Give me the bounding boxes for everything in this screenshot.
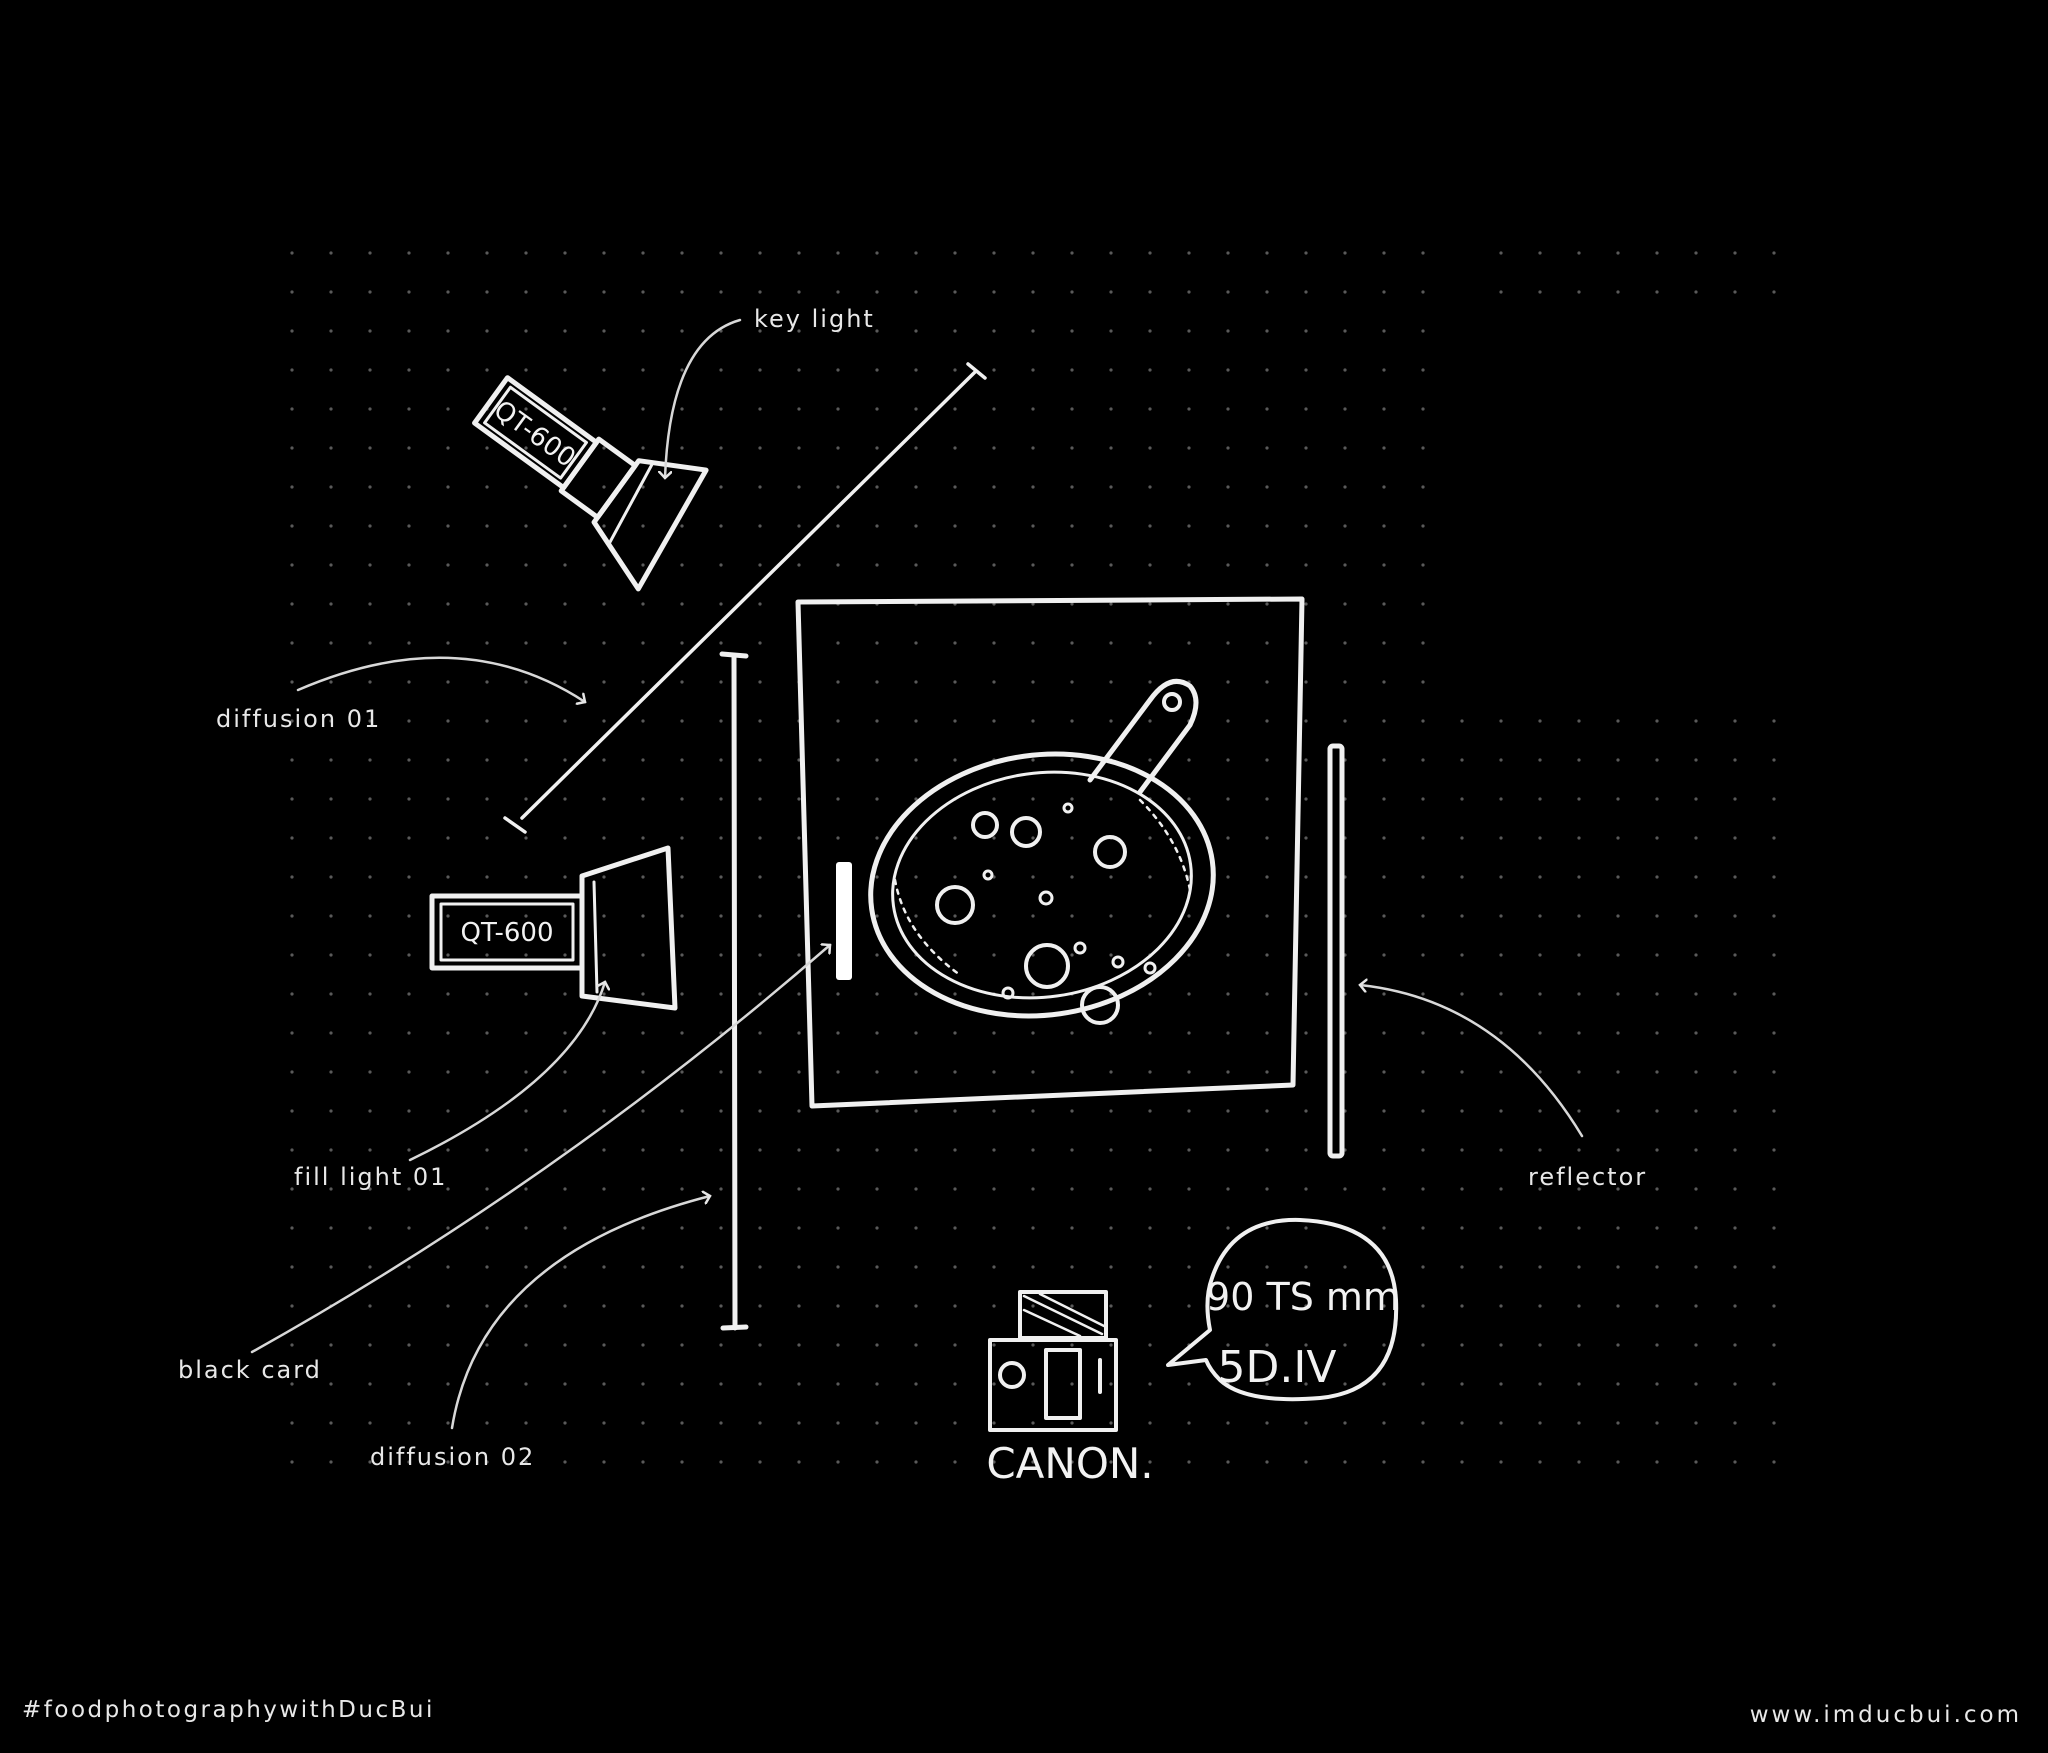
table-surface [795,596,1305,1109]
label-fill-light-01: fill light 01 [294,1163,447,1191]
black-card-arrow [250,945,830,1354]
fill-light-arrow [408,982,605,1162]
label-diffusion-02: diffusion 02 [370,1443,535,1471]
footer-hashtag: #foodphotographywithDucBui [22,1697,435,1723]
diffusion-01-panel [503,362,987,834]
reflector-panel [1327,743,1345,1159]
fill-light-model: QT-600 [461,918,554,948]
camera-body: 5D.IV [1218,1342,1337,1393]
camera-brand: CANON. [986,1439,1153,1488]
label-diffusion-01: diffusion 01 [216,705,381,733]
label-reflector: reflector [1528,1163,1647,1191]
key-light-arrow [665,318,742,478]
fill-light-fixture: QT-600 [429,845,678,1011]
label-black-card: black card [178,1356,322,1384]
label-key-light: key light [754,305,875,333]
pan-with-food [868,678,1216,1025]
diffusion-02-arrow [450,1196,710,1430]
diffusion-01-arrow [296,656,585,702]
reflector-arrow [1360,985,1584,1138]
camera-speech-bubble: 90 TS mm 5D.IV [1166,1217,1400,1402]
black-card [836,862,852,980]
footer-website: www.imducbui.com [1750,1702,2022,1728]
camera-lens: 90 TS mm [1206,1275,1400,1319]
diffusion-02-panel [719,651,749,1331]
camera-sketch: CANON. [986,1290,1154,1488]
